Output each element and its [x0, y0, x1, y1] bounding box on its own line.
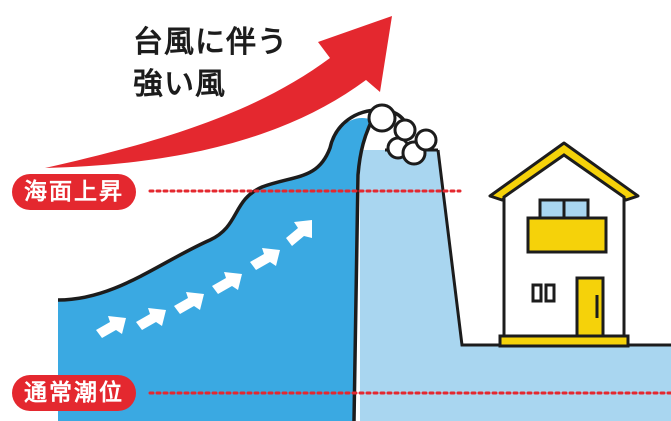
house-icon [488, 141, 640, 348]
wind-caption: 台風に伴う 強い風 [133, 22, 288, 106]
current-arrows [96, 220, 312, 338]
current-arrow-icon [250, 248, 280, 270]
current-arrow-icon [136, 308, 166, 330]
current-arrow-icon [174, 292, 204, 314]
current-arrow-icon [96, 316, 126, 338]
current-arrow-icon [212, 272, 242, 294]
wave-body [58, 118, 372, 421]
wind-caption-line1: 台風に伴う [133, 25, 288, 60]
normal-tide-label: 通常潮位 [12, 375, 136, 411]
wave-crest-icon [367, 103, 438, 166]
surge-water [360, 150, 671, 421]
wind-arrow-icon [45, 16, 392, 168]
current-arrow-icon [286, 220, 312, 246]
sea-level-rise-label: 海面上昇 [12, 174, 136, 210]
wind-caption-line2: 強い風 [133, 67, 226, 102]
